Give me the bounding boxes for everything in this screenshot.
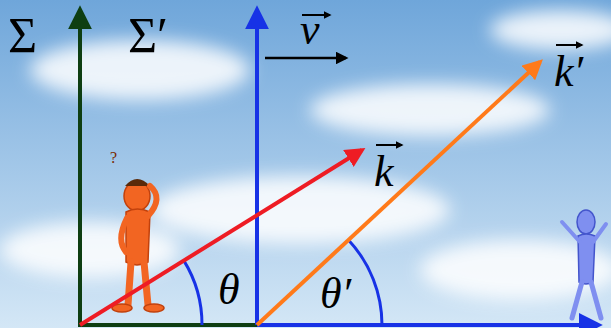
vector-label: k — [374, 150, 394, 194]
sigma-y-axis — [78, 10, 82, 325]
theta-arc — [184, 260, 202, 325]
observer-figure — [112, 179, 164, 312]
angle-label: θ — [218, 268, 240, 312]
frame-label: Σ — [8, 10, 37, 60]
velocity-arrow — [265, 57, 346, 60]
sigma-prime-y-axis — [255, 10, 259, 325]
sigma-x-axis — [78, 323, 257, 327]
clouds — [0, 10, 611, 300]
vector-accent — [376, 144, 402, 146]
question-mark: ? — [110, 150, 117, 166]
angle-label: θ′ — [320, 272, 351, 316]
moving-observer-figure — [562, 210, 606, 318]
vector-label: k′ — [554, 50, 583, 94]
frame-label: Σ′ — [128, 10, 168, 60]
theta-prime-arc — [349, 240, 382, 325]
k-prime-vector — [257, 62, 540, 325]
k-vector — [80, 150, 362, 325]
velocity-label: v — [300, 8, 320, 52]
sigma-prime-x-axis — [257, 323, 598, 327]
vector-accent — [556, 44, 582, 46]
